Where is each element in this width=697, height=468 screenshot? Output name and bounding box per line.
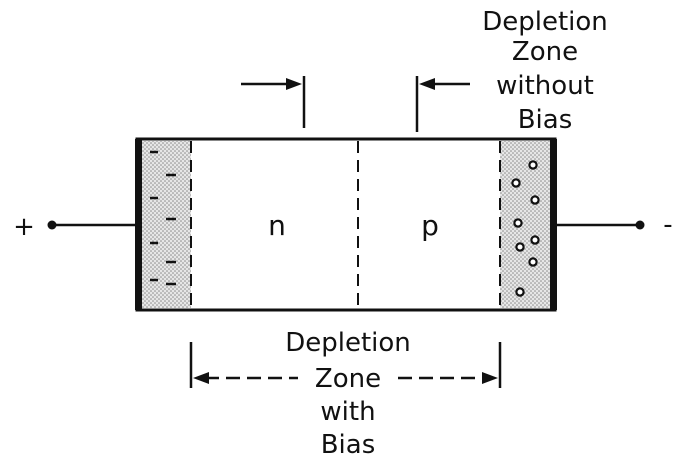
positive-terminal-sign: + (13, 212, 35, 242)
depletion-zone-without-bias-label: Depletion Zone without Bias (482, 7, 608, 135)
bottom-label-line4: Bias (321, 430, 376, 460)
top-label-line4: Bias (518, 105, 573, 135)
right-depletion-zone (500, 141, 553, 308)
top-label-line1: Depletion (482, 7, 608, 37)
bottom-label-line3: with (320, 397, 375, 427)
junction-body (135, 137, 557, 312)
bottom-left-arrowhead (193, 372, 209, 384)
left-depletion-zone (139, 141, 191, 308)
positive-holes (511, 160, 540, 297)
right-terminal-dot (635, 220, 645, 230)
p-region-label: p (421, 209, 439, 242)
top-left-arrowhead (286, 78, 302, 90)
depletion-zone-with-bias-label: Depletion Zone with Bias (285, 328, 411, 460)
left-terminal-dot (47, 220, 57, 230)
n-region-label: n (268, 209, 286, 242)
top-right-arrowhead (419, 78, 435, 90)
negative-charges (150, 150, 176, 286)
bottom-right-arrowhead (482, 372, 498, 384)
top-label-line2: Zone (512, 37, 578, 67)
top-label-line3: without (496, 71, 594, 101)
bottom-label-line1: Depletion (285, 328, 411, 358)
bottom-label-line2: Zone (315, 364, 381, 394)
right-electrode (550, 139, 557, 310)
negative-terminal-sign: - (663, 210, 672, 240)
left-electrode (135, 139, 142, 310)
